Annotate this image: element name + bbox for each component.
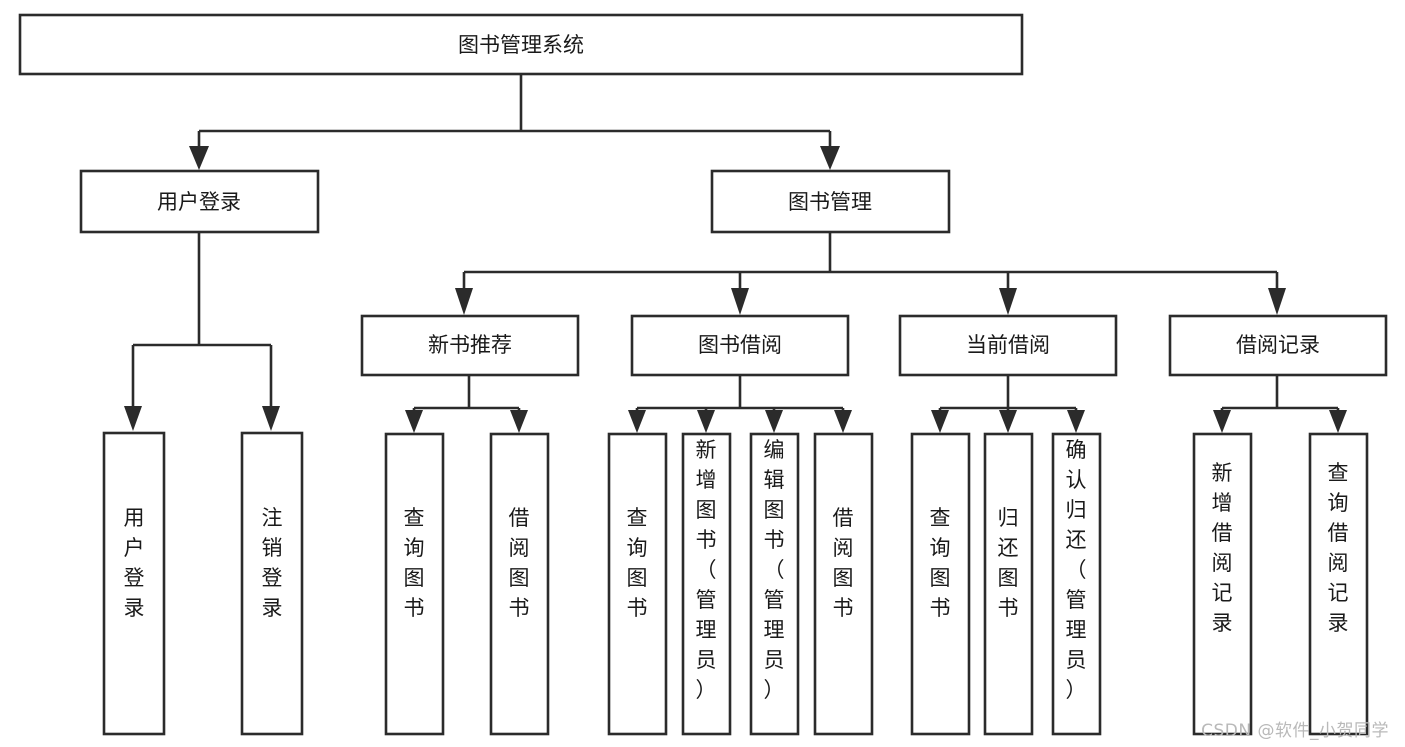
connector-group-book-manage [455,232,1286,315]
node-leaf-query-book-2-label: 查询图书 [627,506,648,620]
node-leaf-query-record[interactable]: 查询借阅记录 [1308,432,1369,736]
node-leaf-add-record[interactable]: 新增借阅记录 [1192,432,1253,736]
connector-group-current-borrow [931,375,1085,433]
node-user-login-label: 用户登录 [157,190,241,214]
node-leaf-user-logout-label: 注销登录 [262,506,283,620]
arrow-to-leaf-user-login [124,406,142,431]
arrow-to-leaf-query-book-2 [628,410,646,433]
connector-group-root [189,74,840,170]
node-leaf-borrow-book-2-label: 借阅图书 [833,506,854,620]
node-leaf-borrow-book-2-box[interactable] [813,432,874,736]
node-leaf-query-record-label: 查询借阅记录 [1328,461,1349,635]
node-book-manage-label: 图书管理 [788,190,872,214]
arrow-to-current-borrow [999,288,1017,315]
arrow-to-leaf-add-book [697,410,715,433]
node-book-manage-box[interactable] [710,169,951,234]
node-current-borrow[interactable]: 当前借阅 [898,314,1118,377]
node-leaf-query-book-1-label: 查询图书 [404,506,425,620]
node-leaf-query-record-box[interactable] [1308,432,1369,736]
node-user-login[interactable]: 用户登录 [79,169,320,234]
arrow-to-leaf-edit-book [765,410,783,433]
node-leaf-borrow-book-2[interactable]: 借阅图书 [813,432,874,736]
node-leaf-borrow-book-1-label: 借阅图书 [509,506,530,620]
arrow-to-leaf-query-book-3 [931,410,949,433]
node-leaf-return-book[interactable]: 归还图书 [983,432,1034,736]
node-borrow-record-label: 借阅记录 [1236,333,1320,357]
arrow-to-leaf-query-book-1 [405,410,423,433]
node-leaf-add-book-box[interactable] [681,432,732,736]
node-leaf-edit-book[interactable]: 编辑图书（管理员） [749,432,800,736]
node-leaf-add-book[interactable]: 新增图书（管理员） [681,432,732,736]
csdn-watermark: CSDN @软件_小贺同学 [1201,721,1389,741]
arrow-to-leaf-confirm-return [1067,410,1085,433]
node-leaf-query-book-2[interactable]: 查询图书 [607,432,668,736]
node-leaf-query-book-3[interactable]: 查询图书 [910,432,971,736]
node-book-manage[interactable]: 图书管理 [710,169,951,234]
arrow-to-borrow-record [1268,288,1286,315]
node-leaf-user-login[interactable]: 用户登录 [102,431,166,736]
node-leaf-confirm-return-box[interactable] [1051,432,1102,736]
arrow-to-new-book-recommend [455,288,473,315]
node-leaf-user-logout-box[interactable] [240,431,304,736]
arrow-to-book-borrow [731,288,749,315]
node-leaf-add-record-box[interactable] [1192,432,1253,736]
connector-group-new-book-recommend [405,375,528,433]
arrow-to-book-manage [820,146,840,170]
node-leaf-add-record-label: 新增借阅记录 [1212,461,1233,635]
node-borrow-record[interactable]: 借阅记录 [1168,314,1388,377]
arrow-to-leaf-borrow-book-2 [834,410,852,433]
node-new-book-recommend[interactable]: 新书推荐 [360,314,580,377]
node-current-borrow-label: 当前借阅 [966,333,1050,357]
node-root[interactable]: 图书管理系统 [18,13,1024,76]
arrow-to-leaf-add-record [1213,410,1231,433]
node-leaf-query-book-3-label: 查询图书 [930,506,951,620]
node-new-book-recommend-box[interactable] [360,314,580,377]
node-leaf-user-logout[interactable]: 注销登录 [240,431,304,736]
node-borrow-record-box[interactable] [1168,314,1388,377]
node-leaf-edit-book-box[interactable] [749,432,800,736]
connector-group-user-login [124,232,280,431]
node-root-label: 图书管理系统 [458,33,584,57]
arrow-to-leaf-user-logout [262,406,280,431]
node-new-book-recommend-label: 新书推荐 [428,333,512,357]
arrow-to-leaf-return-book [999,410,1017,433]
node-root-box[interactable] [18,13,1024,76]
node-leaf-borrow-book-1-box[interactable] [489,432,550,736]
node-book-borrow[interactable]: 图书借阅 [630,314,850,377]
node-leaf-query-book-3-box[interactable] [910,432,971,736]
arrow-to-leaf-query-record [1329,410,1347,433]
node-leaf-borrow-book-1[interactable]: 借阅图书 [489,432,550,736]
connector-group-borrow-record [1213,375,1347,433]
node-leaf-return-book-label: 归还图书 [998,506,1019,620]
node-leaf-query-book-1-box[interactable] [384,432,445,736]
node-leaf-confirm-return[interactable]: 确认归还（管理员） [1051,432,1102,736]
node-book-borrow-label: 图书借阅 [698,333,782,357]
node-leaf-add-book-label: 新增图书（管理员） [696,438,717,702]
node-leaf-edit-book-label: 编辑图书（管理员） [764,438,785,702]
node-leaf-user-login-label: 用户登录 [124,506,145,620]
node-user-login-box[interactable] [79,169,320,234]
node-leaf-confirm-return-label: 确认归还（管理员） [1066,438,1087,702]
node-leaf-return-book-box[interactable] [983,432,1034,736]
node-leaf-query-book-2-box[interactable] [607,432,668,736]
node-current-borrow-box[interactable] [898,314,1118,377]
node-book-borrow-box[interactable] [630,314,850,377]
node-leaf-user-login-box[interactable] [102,431,166,736]
connector-group-book-borrow [628,375,852,433]
arrow-to-leaf-borrow-book-1 [510,410,528,433]
arrow-to-user-login [189,146,209,170]
node-leaf-query-book-1[interactable]: 查询图书 [384,432,445,736]
